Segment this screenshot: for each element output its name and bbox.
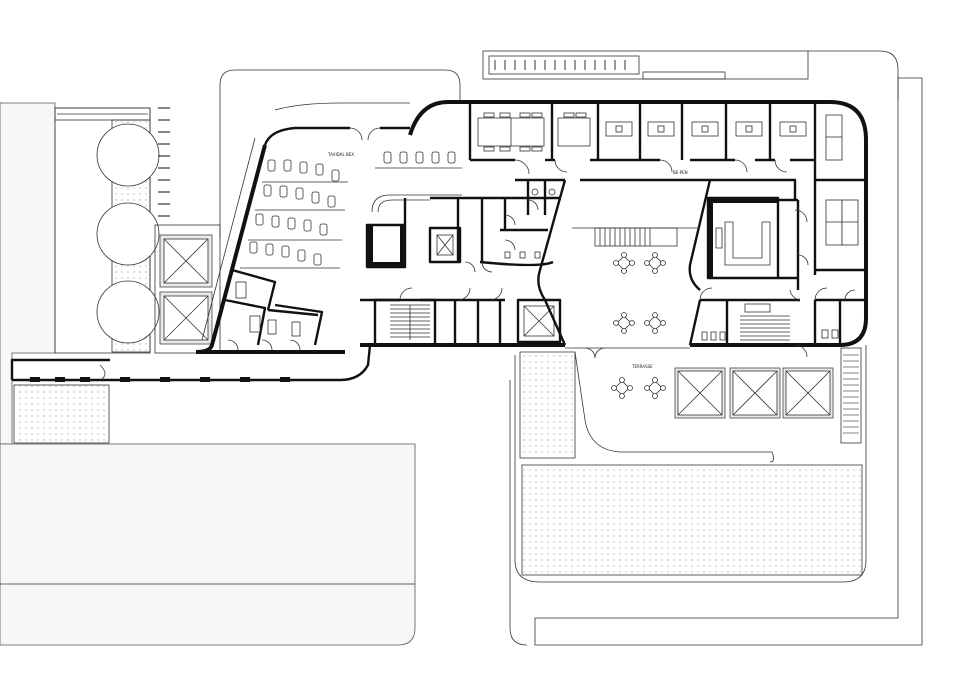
office-desk (779, 121, 807, 137)
office-desk (605, 121, 633, 137)
tree-circle (96, 280, 160, 344)
skylight-tile (729, 367, 781, 419)
left-garden (54, 107, 221, 354)
east-offices (813, 114, 866, 302)
skylight-tile (159, 291, 213, 345)
corridor-label: BE-PEN (673, 170, 688, 175)
top-strip (482, 50, 809, 80)
sw-rooms (224, 268, 324, 351)
office-desk (735, 121, 763, 137)
open-office: TAXIDAL BEX (240, 127, 462, 269)
terrace-label: TERRASSE (631, 364, 653, 369)
open-office-label: TAXIDAL BEX (327, 152, 354, 157)
tree-circle (96, 123, 160, 187)
skylight-tile (159, 234, 213, 288)
terrace-table-set (611, 377, 666, 399)
tree-circle (96, 202, 160, 266)
skylight-tile (782, 367, 834, 419)
right-street (534, 77, 923, 646)
core (360, 178, 565, 347)
lower-left-block (0, 443, 416, 646)
office-desk (647, 121, 675, 137)
office-row (468, 102, 817, 175)
strip-hatch (494, 60, 626, 70)
skylight-tile (674, 367, 726, 419)
lower-corridor (10, 344, 372, 444)
left-building (0, 102, 56, 445)
office-desk (691, 121, 719, 137)
bar-kitchen (688, 196, 856, 358)
terrace: TERRASSE (514, 345, 867, 583)
atrium: BE-PEN (537, 170, 797, 359)
cafe-table-set (613, 252, 666, 334)
